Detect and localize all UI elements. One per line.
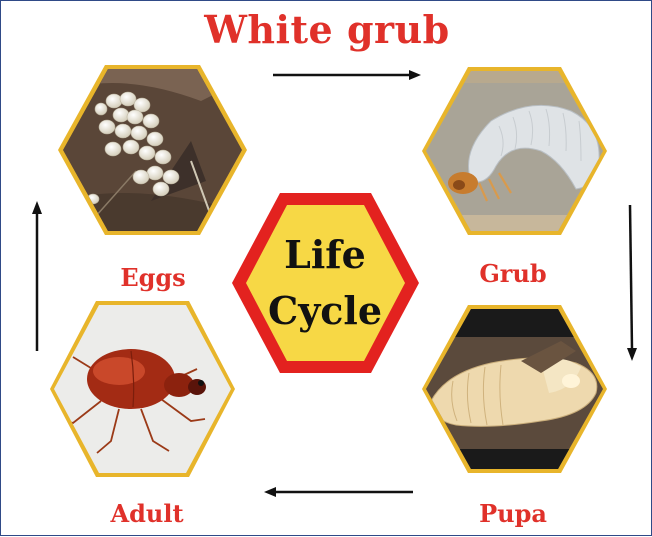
center-label-line2: Cycle xyxy=(235,283,415,339)
pupa-photo xyxy=(421,303,611,475)
stage-label-eggs: Eggs xyxy=(73,263,233,292)
center-label: Life Cycle xyxy=(235,227,415,339)
arrow-eggs-to-grub xyxy=(273,70,421,80)
eggs-hexagon xyxy=(56,61,251,241)
stage-label-pupa: Pupa xyxy=(433,499,593,528)
arrow-grub-to-pupa xyxy=(627,205,637,361)
grub-photo xyxy=(421,65,611,237)
diagram-title: White grub xyxy=(1,7,652,52)
eggs-photo xyxy=(56,61,251,241)
arrow-pupa-to-adult xyxy=(264,487,413,497)
stage-label-adult: Adult xyxy=(67,499,227,528)
grub-hexagon xyxy=(421,65,611,237)
pupa-hexagon xyxy=(421,303,611,475)
adult-hexagon xyxy=(47,299,239,479)
adult-beetle-photo xyxy=(47,299,239,479)
stage-label-grub: Grub xyxy=(433,259,593,288)
arrow-adult-to-eggs xyxy=(32,201,42,351)
center-label-line1: Life xyxy=(235,227,415,283)
